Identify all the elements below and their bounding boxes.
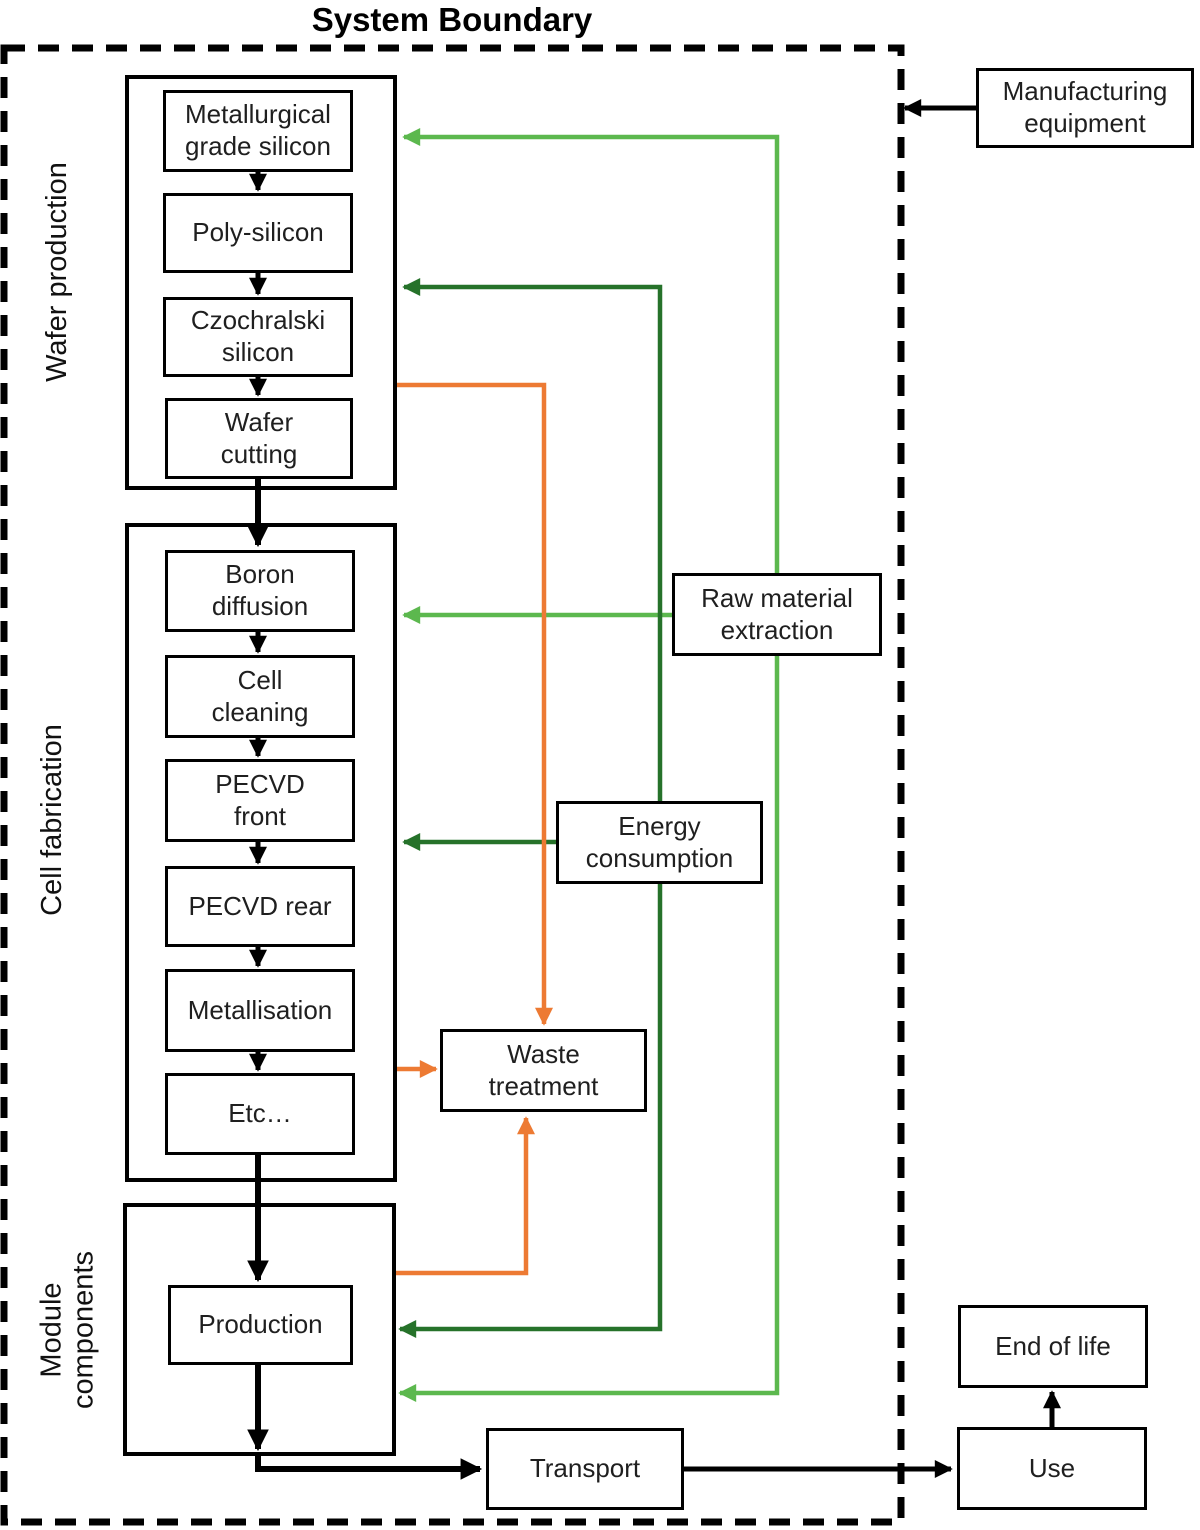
process-box-etc: Etc… xyxy=(165,1073,355,1155)
group-wafer-production xyxy=(125,75,397,490)
flow-energy-to-wafer-production xyxy=(402,278,663,805)
process-box-wafer-cutting: Wafer cutting xyxy=(165,398,353,479)
process-box-czochralski-silicon: Czochralski silicon xyxy=(163,297,353,377)
flow-raw-material-to-module-components xyxy=(398,652,780,1402)
box-raw-material-extraction: Raw material extraction xyxy=(672,573,882,656)
process-box-poly-silicon: Poly-silicon xyxy=(163,193,353,273)
label-module-components: Module components xyxy=(35,1251,100,1409)
diagram-title: System Boundary xyxy=(311,1,593,38)
process-box-production: Production xyxy=(168,1285,353,1365)
flow-wafer-production-to-waste xyxy=(396,382,553,1026)
box-energy-consumption: Energy consumption xyxy=(556,801,763,884)
box-transport: Transport xyxy=(486,1428,684,1510)
box-end-of-life: End of life xyxy=(958,1305,1148,1388)
label-cell-fabrication: Cell fabrication xyxy=(35,724,68,916)
process-box-pecvd-front: PECVD front xyxy=(165,759,355,842)
flow-raw-material-to-wafer-production xyxy=(402,128,780,577)
process-box-cell-cleaning: Cell cleaning xyxy=(165,655,355,738)
process-box-boron-diffusion: Boron diffusion xyxy=(165,550,355,632)
label-wafer-production: Wafer production xyxy=(40,162,73,382)
process-box-metallurgical-grade-silicon: Metallurgical grade silicon xyxy=(163,90,353,172)
box-waste-treatment: Waste treatment xyxy=(440,1029,647,1112)
process-box-metallisation: Metallisation xyxy=(165,969,355,1052)
group-cell-fabrication xyxy=(125,523,397,1182)
flow-module-components-to-waste xyxy=(395,1116,535,1276)
process-box-pecvd-rear: PECVD rear xyxy=(165,866,355,947)
box-use: Use xyxy=(957,1427,1147,1510)
box-manufacturing-equipment: Manufacturing equipment xyxy=(976,68,1194,148)
group-module-components xyxy=(123,1203,396,1456)
